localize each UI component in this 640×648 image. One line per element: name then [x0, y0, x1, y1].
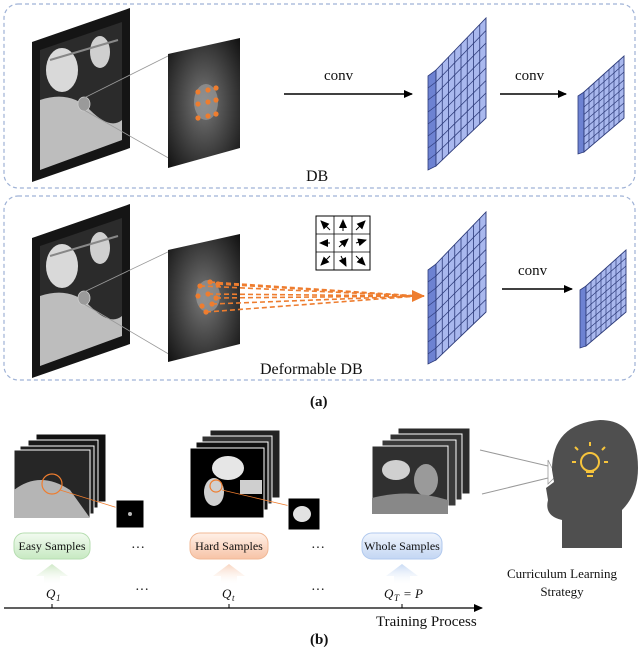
- conv-label-2: conv: [515, 68, 545, 84]
- svg-text:Hard Samples: Hard Samples: [195, 539, 263, 553]
- zoomed-patch-2: [168, 234, 240, 362]
- feature-map-small: [577, 54, 625, 155]
- svg-text:1: 1: [56, 593, 61, 603]
- whole-sample-stack: [371, 427, 471, 515]
- ellipsis-4: ···: [311, 583, 325, 598]
- zoomed-patch: [168, 38, 240, 168]
- whole-samples-label: Whole Samples: [361, 532, 443, 560]
- ct-slice-image-2: [32, 204, 130, 378]
- svg-text:Q: Q: [384, 586, 394, 601]
- ellipsis-1: ···: [131, 541, 145, 556]
- svg-text:T: T: [394, 593, 400, 603]
- svg-text:Q: Q: [46, 586, 56, 601]
- easy-samples-label: Easy Samples: [13, 532, 91, 560]
- qT-label: Q T = P: [384, 586, 423, 603]
- svg-text:= P: = P: [403, 586, 423, 601]
- conv-label-3: conv: [518, 263, 548, 279]
- svg-text:t: t: [232, 593, 235, 603]
- db-label: DB: [306, 168, 328, 185]
- offset-grid-icon: [315, 215, 371, 271]
- up-arrow-easy: [36, 564, 68, 584]
- hard-samples-label: Hard Samples: [189, 532, 269, 560]
- feature-map-small-2: [579, 248, 627, 349]
- conv-label-1: conv: [324, 68, 354, 84]
- qt-label: Q t: [222, 586, 235, 603]
- ct-slice-image: [32, 8, 130, 182]
- db-panel: conv conv: [3, 3, 636, 189]
- svg-text:Easy Samples: Easy Samples: [19, 539, 86, 553]
- strategy-line-2: Strategy: [540, 584, 584, 599]
- bulb-icon: [572, 442, 608, 477]
- deformable-db-label: Deformable DB: [260, 361, 363, 378]
- ellipsis-3: ···: [135, 583, 149, 598]
- ellipsis-2: ···: [311, 541, 325, 556]
- deformable-db-panel: conv Deformable DB: [3, 195, 636, 381]
- up-arrow-hard: [213, 564, 245, 584]
- strategy-line-1: Curriculum Learning: [507, 566, 618, 581]
- easy-sample-stack: [13, 433, 145, 529]
- caption-a: (a): [310, 394, 328, 410]
- head-icon: [479, 420, 638, 548]
- hard-sample-stack: [189, 429, 321, 531]
- deformable-sampling-rays: [199, 281, 419, 313]
- up-arrow-whole: [386, 564, 418, 584]
- caption-b: (b): [310, 632, 328, 648]
- svg-text:Q: Q: [222, 586, 232, 601]
- feature-map-large: [427, 16, 487, 171]
- training-process-label: Training Process: [376, 614, 477, 630]
- q1-label: Q 1: [46, 586, 61, 603]
- svg-text:Whole Samples: Whole Samples: [364, 539, 440, 553]
- feature-map-large-2: [427, 210, 487, 365]
